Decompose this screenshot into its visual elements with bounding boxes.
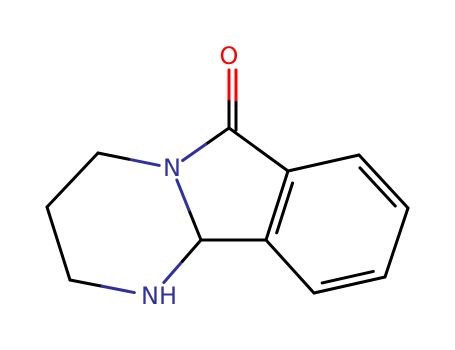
bond-c7-c6: [264, 238, 316, 295]
bond-n2-c5-a: [162, 259, 184, 284]
bond-n1-c2-b: [96, 151, 131, 161]
bond-c11-c10: [286, 153, 361, 173]
bond-c2-c3: [45, 151, 100, 209]
atom-label-n1: N: [163, 154, 181, 182]
bond-c6-c11-double: [275, 181, 295, 235]
bond-c5-n1-b: [175, 178, 191, 212]
bond-c9-c8: [383, 206, 410, 279]
bonds-layer: [45, 68, 410, 295]
bond-c4-n2-b: [100, 284, 136, 295]
bond-n1-c2-a: [127, 157, 161, 167]
atom-label-o: O: [220, 42, 239, 70]
bond-c11-c1: [227, 126, 290, 173]
bond-c8-c7: [312, 275, 387, 295]
bond-c10-c9-double: [358, 166, 397, 208]
bond-n2-c5-b: [180, 238, 203, 263]
bond-c8-c7-double: [320, 269, 375, 285]
bond-c6-c11: [264, 169, 290, 242]
bond-c1-n1-b: [181, 142, 208, 163]
bond-c4-n2-a: [68, 278, 104, 288]
bond-c5-n1-a: [187, 208, 203, 242]
bond-c1-n1-a: [204, 126, 231, 146]
atom-labels-layer: O N NH: [141, 42, 238, 310]
bond-c10-c9: [357, 153, 410, 210]
bond-c3-c4: [45, 205, 72, 282]
atom-label-n2: NH: [141, 282, 177, 310]
